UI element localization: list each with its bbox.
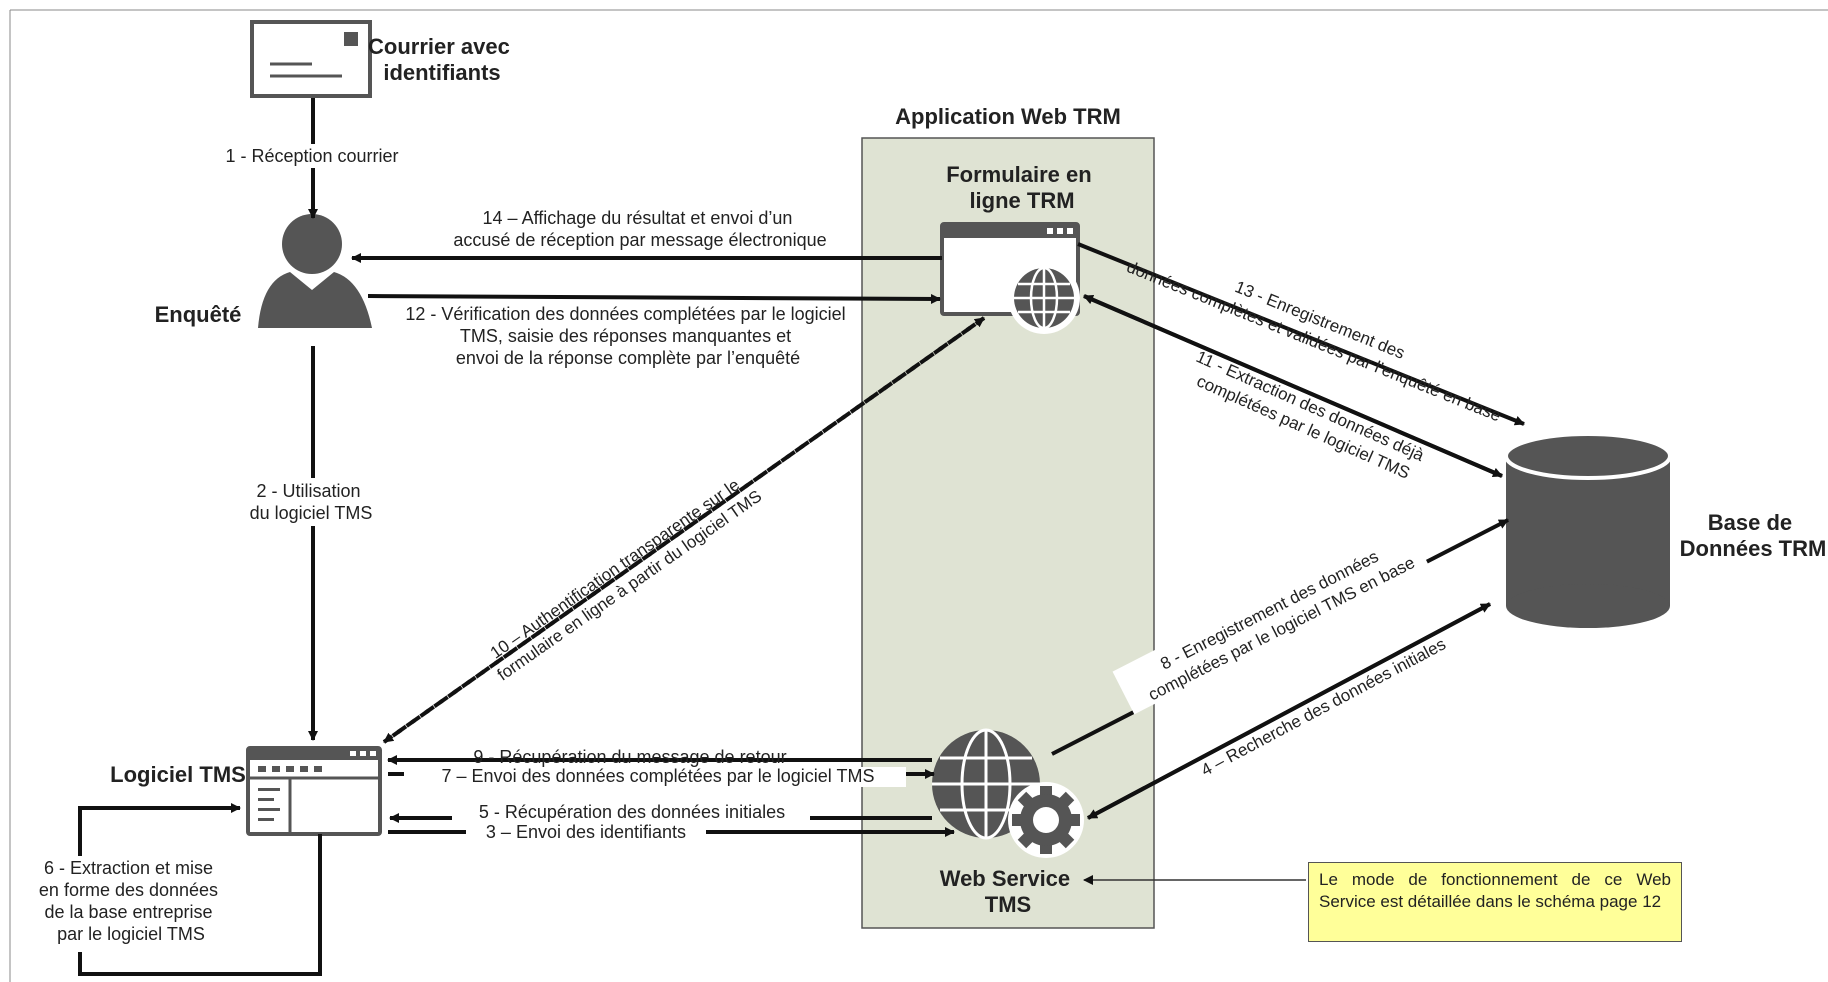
arrow-12	[367, 293, 941, 304]
letter-icon	[250, 20, 372, 98]
arrow-6	[78, 803, 322, 976]
s1-bg	[206, 144, 418, 168]
person-icon	[258, 214, 372, 328]
database-label: Base de Données TRM	[1680, 510, 1827, 561]
s3-bg	[466, 822, 706, 842]
letter-label: Courrier avec identifiants	[368, 34, 516, 85]
step-1-label: 1 - Réception courrier	[225, 146, 398, 166]
s7-bg	[404, 767, 906, 787]
s5-bg	[452, 804, 810, 824]
form-label: Formulaire en ligne TRM	[946, 162, 1098, 213]
tms-software-label: Logiciel TMS	[110, 762, 246, 787]
arrow-13	[1077, 242, 1525, 426]
s2-bg	[226, 478, 394, 526]
step-7-label: 7 – Envoi des données complétées par le …	[442, 766, 875, 786]
database-icon	[1504, 432, 1672, 628]
enquete-label: Enquêté	[155, 302, 242, 327]
arrow-10-down	[382, 316, 986, 744]
globe-gear-icon	[932, 728, 1084, 858]
step-5-label: 5 - Récupération des données initiales	[479, 802, 785, 822]
arrow-4-up	[1087, 602, 1491, 820]
step-9-label: 9 - Récupération du message de retour	[473, 747, 786, 767]
step-10-label: 10 – Authentification transparente sur l…	[481, 468, 765, 684]
step-14-label: 14 – Affichage du résultat et envoi d’un…	[453, 208, 826, 250]
s6-bg	[14, 856, 248, 952]
step-6-label: 6 - Extraction et mise en forme des donn…	[39, 858, 223, 944]
step-2-label: 2 - Utilisation du logiciel TMS	[250, 481, 373, 523]
web-service-label: Web Service TMS	[940, 866, 1077, 917]
arrow-11-tail	[1083, 294, 1503, 478]
step-3-label: 3 – Envoi des identifiants	[486, 822, 686, 842]
note-box: Le mode de fonctionnement de ce Web Serv…	[1308, 862, 1682, 942]
browser-window-icon	[246, 746, 382, 836]
browser-globe-icon	[940, 222, 1080, 334]
s8-bg	[1112, 521, 1429, 715]
app-title: Application Web TRM	[895, 104, 1121, 129]
step-12-label: 12 - Vérification des données complétées…	[405, 304, 850, 368]
